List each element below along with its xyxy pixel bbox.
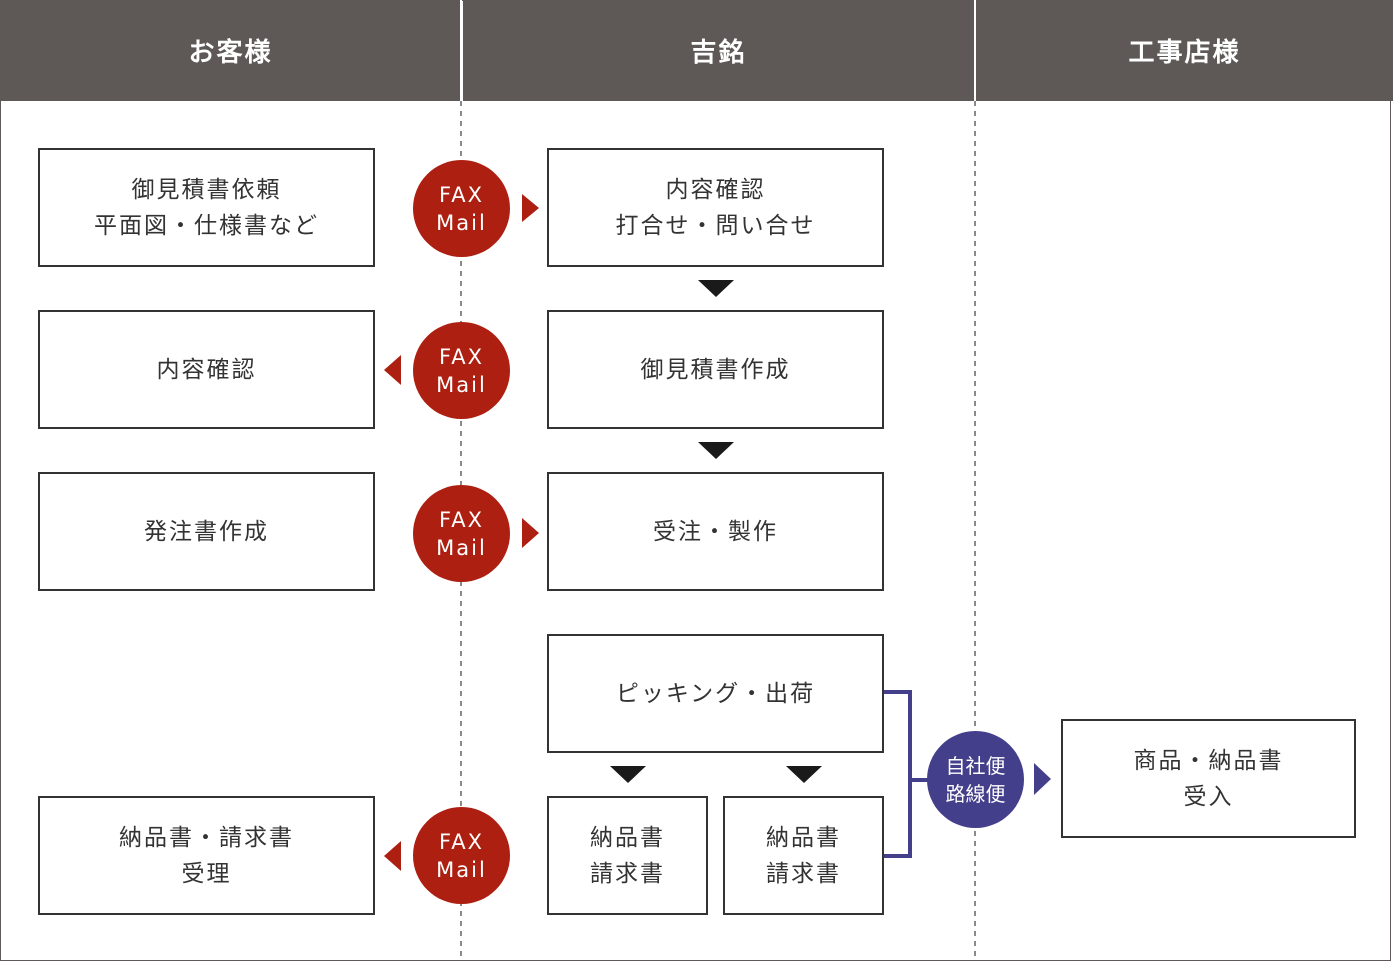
yoshimei-production-box: 受注・製作 (547, 472, 884, 591)
arrow-right-delivery (1034, 763, 1051, 795)
fax-mail-badge-4: FAX Mail (413, 807, 510, 904)
yoshimei-docs-left-line2: 請求書 (590, 860, 665, 887)
contractor-receive-line2: 受入 (1183, 783, 1234, 810)
header-customer: お客様 (0, 0, 461, 101)
yoshimei-confirm-line1: 内容確認 (665, 176, 766, 203)
arrow-right-2 (522, 518, 539, 548)
customer-request-line2: 平面図・仕様書など (94, 212, 319, 239)
header-customer-label: お客様 (188, 38, 273, 68)
arrow-left-2 (384, 841, 401, 871)
customer-confirm-line1: 内容確認 (156, 356, 257, 383)
customer-receipt-box: 納品書・請求書 受理 (38, 796, 375, 915)
arrow-down-1 (698, 280, 734, 297)
contractor-receive-line1: 商品・納品書 (1133, 747, 1284, 774)
yoshimei-confirm-box: 内容確認 打合せ・問い合せ (547, 148, 884, 267)
arrow-right-1 (522, 194, 539, 222)
yoshimei-production-line1: 受注・製作 (653, 518, 778, 545)
delivery-line2: 路線便 (945, 781, 1006, 806)
header-yoshimei: 吉銘 (463, 0, 974, 101)
delivery-badge: 自社便 路線便 (927, 731, 1024, 828)
customer-receipt-line2: 受理 (181, 860, 232, 887)
yoshimei-picking-line1: ピッキング・出荷 (615, 680, 816, 707)
fax-mail-badge-2: FAX Mail (413, 322, 510, 419)
customer-request-line1: 御見積書依頼 (131, 176, 282, 203)
header-contractor: 工事店様 (976, 0, 1393, 101)
arrow-down-4 (786, 766, 822, 783)
fax-label: FAX (439, 344, 484, 369)
yoshimei-docs-left-line1: 納品書 (590, 824, 665, 851)
mail-label: Mail (436, 372, 487, 397)
fax-label: FAX (439, 182, 484, 207)
yoshimei-picking-box: ピッキング・出荷 (547, 634, 884, 753)
customer-order-line1: 発注書作成 (144, 518, 269, 545)
mail-label: Mail (436, 535, 487, 560)
yoshimei-docs-right-box: 納品書 請求書 (723, 796, 884, 915)
header-contractor-label: 工事店様 (1128, 38, 1241, 68)
yoshimei-docs-right-line1: 納品書 (766, 824, 841, 851)
delivery-line1: 自社便 (945, 753, 1006, 778)
yoshimei-estimate-line1: 御見積書作成 (640, 356, 791, 383)
mail-label: Mail (436, 857, 487, 882)
customer-confirm-box: 内容確認 (38, 310, 375, 429)
arrow-down-2 (698, 442, 734, 459)
shipping-bracket (884, 690, 912, 858)
customer-request-box: 御見積書依頼 平面図・仕様書など (38, 148, 375, 267)
customer-order-box: 発注書作成 (38, 472, 375, 591)
fax-label: FAX (439, 829, 484, 854)
yoshimei-docs-left-box: 納品書 請求書 (547, 796, 708, 915)
arrow-down-3 (610, 766, 646, 783)
yoshimei-confirm-line2: 打合せ・問い合せ (615, 212, 816, 239)
fax-mail-badge-3: FAX Mail (413, 485, 510, 582)
fax-label: FAX (439, 507, 484, 532)
yoshimei-docs-right-line2: 請求書 (766, 860, 841, 887)
yoshimei-estimate-box: 御見積書作成 (547, 310, 884, 429)
fax-mail-badge-1: FAX Mail (413, 160, 510, 257)
customer-receipt-line1: 納品書・請求書 (119, 824, 294, 851)
header-yoshimei-label: 吉銘 (690, 38, 747, 68)
arrow-left-1 (384, 355, 401, 385)
contractor-receive-box: 商品・納品書 受入 (1061, 719, 1356, 838)
mail-label: Mail (436, 210, 487, 235)
